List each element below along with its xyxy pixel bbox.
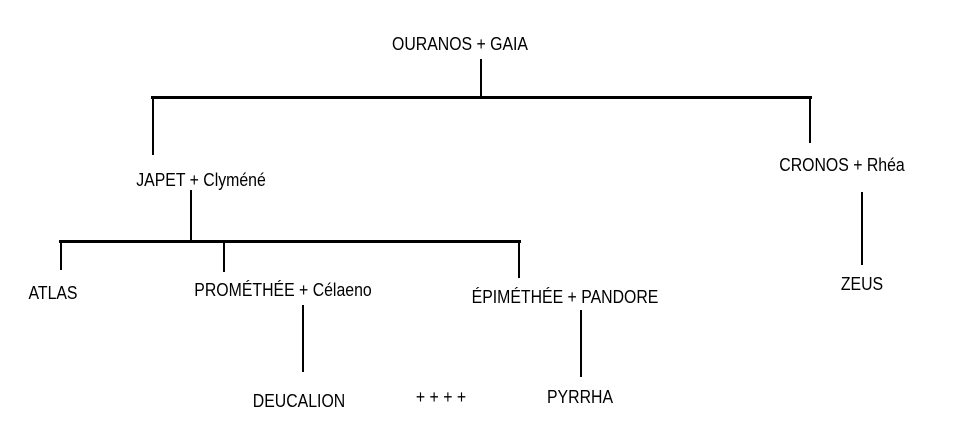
node-zeus: ZEUS (840, 274, 884, 294)
connector (152, 97, 154, 155)
connector (60, 241, 62, 270)
connector (809, 97, 811, 143)
node-deucalion: DEUCALION (252, 391, 346, 411)
connector (580, 310, 582, 377)
connector (151, 96, 812, 99)
node-cronos-rhea: CRONOS + Rhéa (779, 155, 905, 175)
node-pyrrha: PYRRHA (546, 387, 614, 407)
union-marker: + + + + (415, 387, 467, 407)
connector (190, 190, 192, 242)
connector (861, 192, 863, 265)
node-ouranos-gaia: OURANOS + GAIA (391, 34, 529, 54)
node-promethee-celaeno: PROMÉTHÉE + Célaeno (194, 280, 372, 300)
node-epimethee-pandore: ÉPIMÉTHÉE + PANDORE (471, 287, 659, 307)
node-atlas: ATLAS (28, 283, 78, 303)
connector (59, 240, 521, 243)
connector (480, 59, 482, 98)
node-japet-clymene: JAPET + Clyméné (136, 170, 266, 190)
connector (302, 305, 304, 372)
connector (223, 242, 225, 272)
connector (518, 241, 520, 278)
